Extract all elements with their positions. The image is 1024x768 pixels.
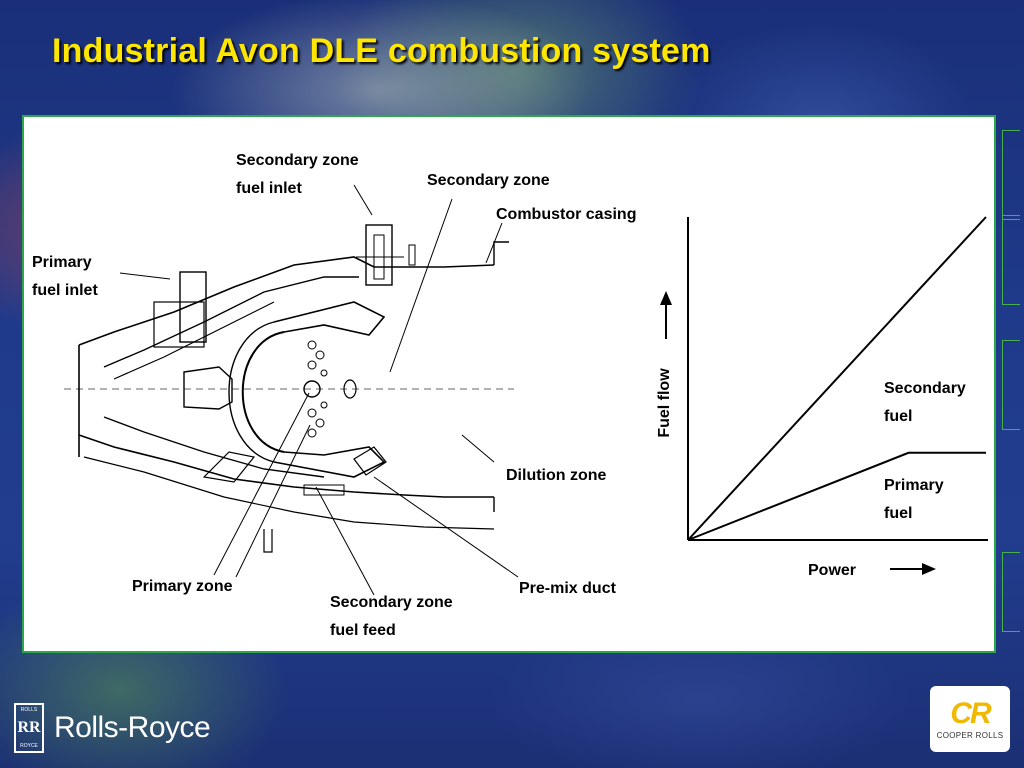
badge-top-text: ROLLS: [20, 707, 38, 713]
legend-line: fuel: [884, 505, 913, 522]
slide-title: Industrial Avon DLE combustion system: [52, 32, 711, 70]
diagram-panel: Secondary zone fuel inlet Secondary zone…: [22, 115, 996, 653]
label-line: fuel inlet: [236, 180, 302, 197]
side-tab: [1002, 215, 1020, 305]
badge-bottom-text: ROYCE: [20, 743, 38, 749]
rr-badge-icon: ROLLS RR ROYCE: [14, 703, 44, 753]
cr-mark: CR: [950, 696, 991, 730]
label-line: Secondary zone: [330, 594, 453, 611]
label-secondary-zone-fuel-feed: Secondary zone fuel feed: [330, 589, 453, 645]
x-arrow-head: [922, 563, 936, 575]
legend-secondary-fuel: Secondary fuel: [884, 375, 966, 431]
series-line-secondary-fuel: [687, 216, 987, 541]
label-line: Primary: [32, 254, 92, 271]
label-premix-duct: Pre-mix duct: [519, 580, 616, 597]
y-arrow-head: [660, 291, 672, 305]
brand-name: Rolls-Royce: [54, 711, 211, 744]
fuel-flow-chart: [660, 216, 988, 575]
label-line: Secondary zone: [236, 152, 359, 169]
legend-primary-fuel: Primary fuel: [884, 472, 944, 528]
label-combustor-casing: Combustor casing: [496, 206, 637, 223]
label-dilution-zone: Dilution zone: [506, 467, 607, 484]
rolls-royce-logo: ROLLS RR ROYCE Rolls-Royce: [14, 702, 211, 754]
label-line: fuel feed: [330, 622, 396, 639]
label-primary-zone: Primary zone: [132, 578, 233, 595]
label-secondary-zone: Secondary zone: [427, 172, 550, 189]
x-axis-label: Power: [808, 562, 857, 579]
side-tab: [1002, 130, 1020, 220]
series-line-primary-fuel: [687, 451, 986, 541]
legend-line: Secondary: [884, 380, 966, 397]
cooper-rolls-logo: CR COOPER ROLLS: [930, 686, 1010, 752]
label-line: fuel inlet: [32, 282, 98, 299]
legend-line: Primary: [884, 477, 944, 494]
combustion-diagram: [64, 184, 988, 596]
cr-text: COOPER ROLLS: [936, 730, 1004, 740]
side-tab: [1002, 552, 1020, 632]
badge-monogram: RR: [17, 719, 41, 736]
legend-line: fuel: [884, 408, 913, 425]
side-tab: [1002, 340, 1020, 430]
y-axis-label: Fuel flow: [656, 368, 673, 438]
label-primary-fuel-inlet: Primary fuel inlet: [32, 249, 98, 305]
label-secondary-zone-fuel-inlet: Secondary zone fuel inlet: [236, 147, 359, 203]
